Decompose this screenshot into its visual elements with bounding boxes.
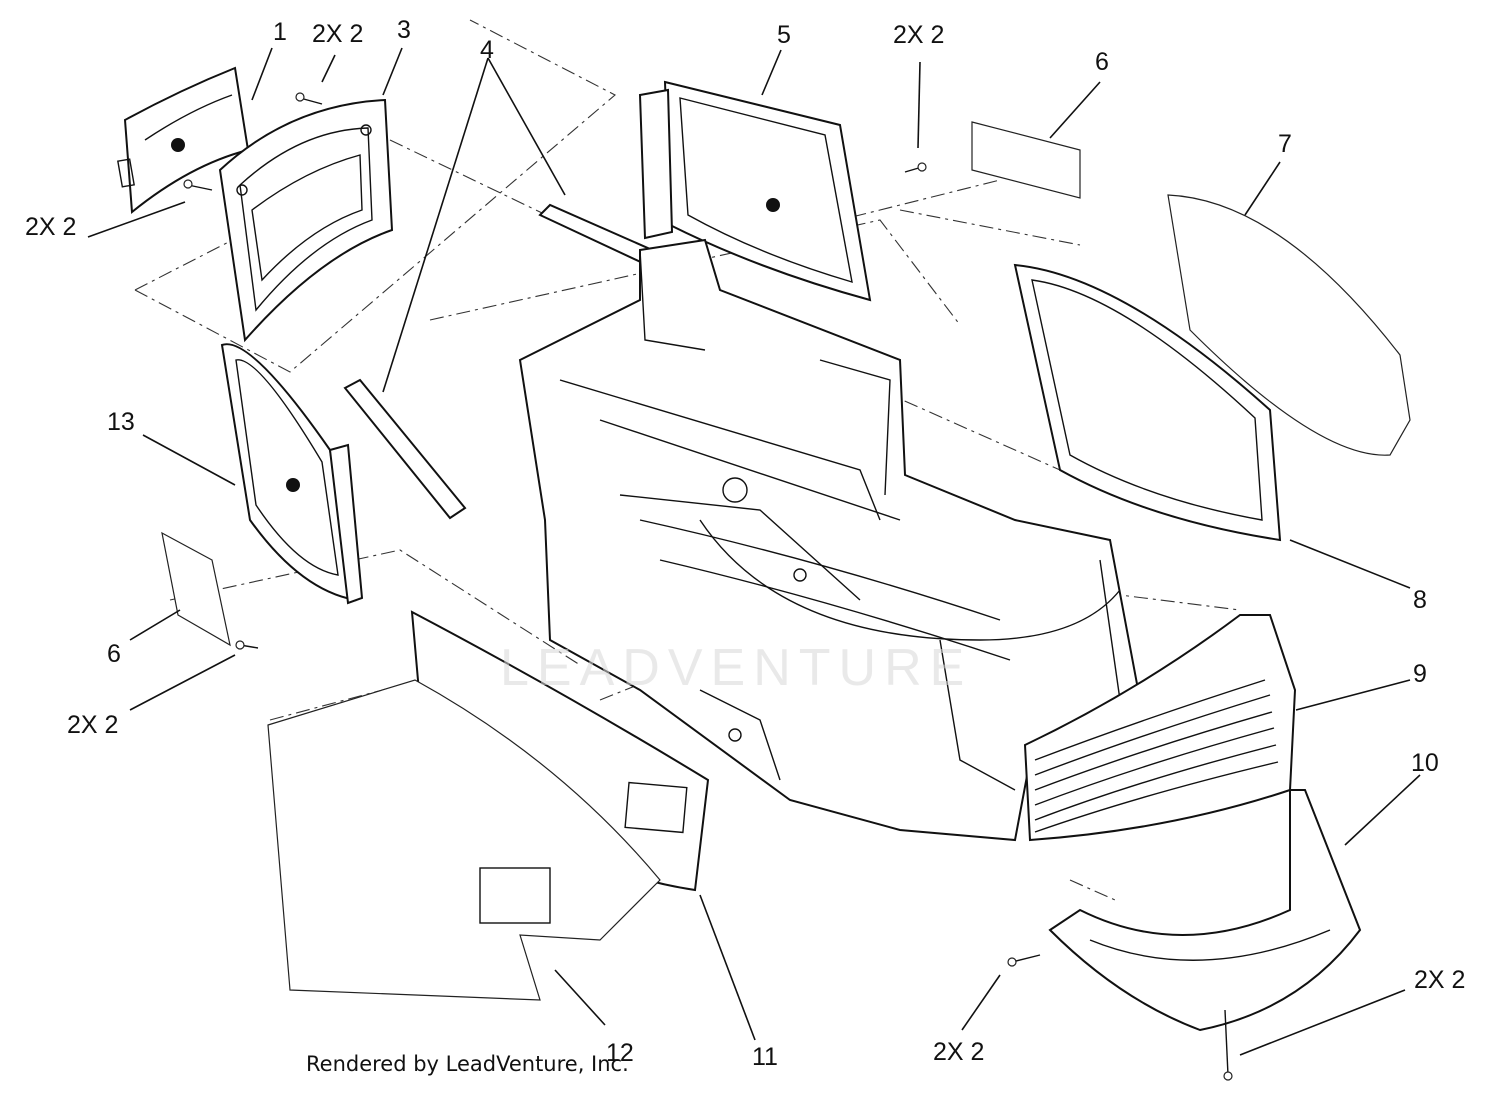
callout-6: 6 [1095, 48, 1109, 76]
chassis-frame [518, 238, 1142, 842]
callout-2x2: 2X 2 [312, 20, 364, 48]
callout-7: 7 [1278, 130, 1292, 158]
callout-2x2: 2X 2 [67, 711, 119, 739]
render-credit: Rendered by LeadVenture, Inc. [306, 1052, 629, 1076]
callout-3: 3 [397, 16, 411, 44]
callout-12: 12 [606, 1039, 634, 1067]
callout-4: 4 [480, 36, 494, 64]
part-6-decal-left [161, 531, 231, 647]
part-6-decal-right [971, 121, 1081, 199]
callout-11: 11 [752, 1043, 778, 1071]
callout-2x2: 2X 2 [933, 1038, 985, 1066]
callout-2x2: 2X 2 [893, 21, 945, 49]
callout-8: 8 [1413, 586, 1427, 614]
screw-group-top-left [183, 92, 323, 191]
part-3-front-frame [218, 98, 394, 343]
part-7-large-panel [1167, 194, 1411, 456]
callout-9: 9 [1413, 660, 1427, 688]
callout-5: 5 [777, 21, 791, 49]
callout-2x2: 2X 2 [25, 213, 77, 241]
part-12-panel-decal [267, 679, 661, 1001]
part-1-small-panel [117, 66, 250, 214]
part-9-grille [1023, 614, 1297, 842]
callout-6: 6 [107, 640, 121, 668]
part-13-side-frame [220, 343, 364, 605]
callout-13: 13 [107, 408, 135, 436]
part-8-side-frame [1013, 263, 1282, 542]
callout-2x2: 2X 2 [1414, 966, 1466, 994]
callout-10: 10 [1411, 749, 1439, 777]
callout-1: 1 [273, 18, 287, 46]
part-10-bumper [1048, 789, 1362, 1032]
watermark: LEADVENTURE [500, 639, 973, 697]
part-5-upper-frame [638, 80, 872, 302]
leader-lines [87, 47, 1421, 1056]
